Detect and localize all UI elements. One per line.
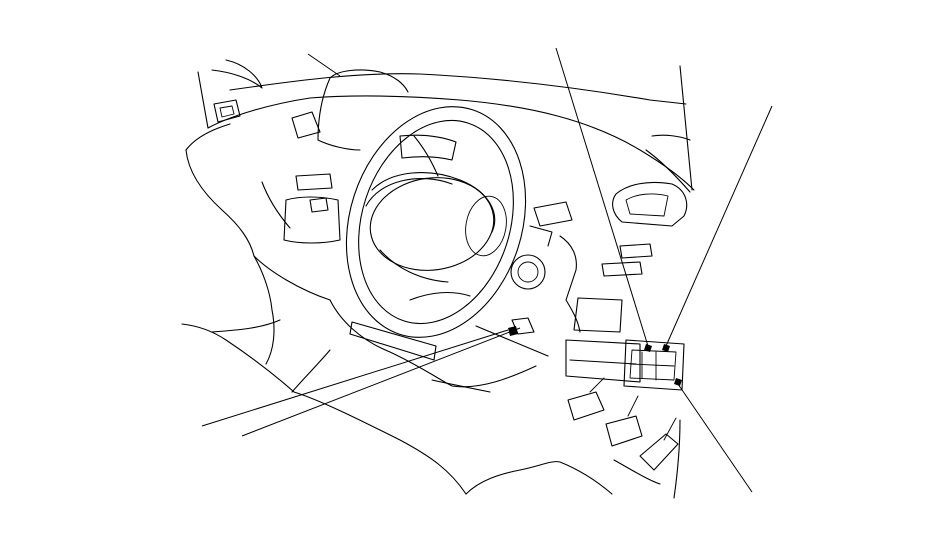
leader-left-lower <box>241 327 521 437</box>
leader-left-upper <box>201 329 509 427</box>
leader-top-right <box>665 105 773 347</box>
center-console <box>559 235 653 383</box>
instrument-hood <box>291 69 457 161</box>
floor-and-seat <box>181 255 681 499</box>
dashboard-top <box>185 95 695 257</box>
leader-bottom-right <box>677 383 753 493</box>
fuse-box-connector <box>623 339 685 391</box>
left-dashboard-panel <box>253 173 341 301</box>
steering-wheel <box>345 106 527 338</box>
leader-top-center <box>555 47 649 347</box>
leader-top-left <box>307 53 341 77</box>
lower-connector <box>508 317 535 336</box>
right-air-vent <box>612 149 691 227</box>
callout-leaders <box>201 47 773 493</box>
lower-dash-panel <box>329 299 549 388</box>
column-controls <box>510 201 573 290</box>
windshield-frame <box>197 59 693 191</box>
pedals <box>567 377 679 471</box>
